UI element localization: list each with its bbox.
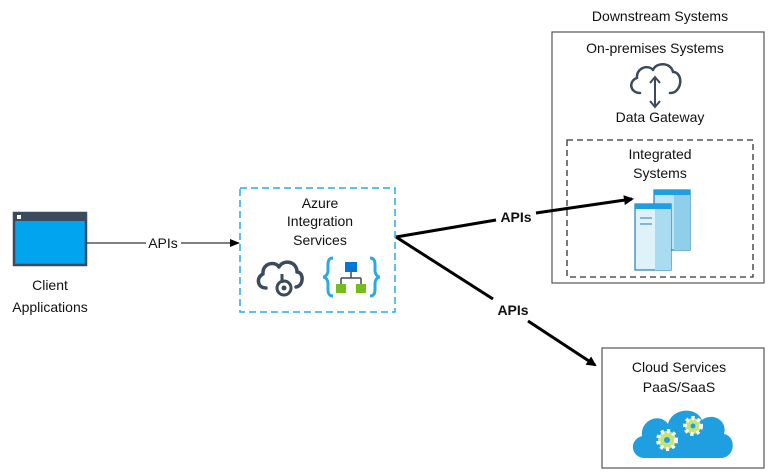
cloud-gateway-icon	[630, 63, 682, 109]
gear-icon	[683, 416, 703, 436]
browser-window-icon	[12, 211, 88, 267]
cloud-gears-icon	[632, 410, 733, 458]
api-management-icon	[256, 260, 304, 297]
apis-label-client: APIs	[148, 235, 178, 251]
client-label-line1: Client	[32, 277, 68, 293]
downstream-title: Downstream Systems	[592, 8, 728, 24]
azure-label-line1: Azure	[302, 195, 339, 211]
azure-to-integrated-connector: APIs	[395, 195, 634, 239]
apis-label-integrated: APIs	[500, 209, 531, 225]
gear-icon	[656, 429, 678, 451]
on-premises-systems-container: On-premises Systems Data Gateway Integra…	[551, 31, 765, 284]
server-icon	[634, 189, 691, 271]
client-label-line2: Applications	[12, 299, 88, 315]
integrated-systems-node: Integrated Systems	[566, 139, 754, 278]
azure-integration-services-node: Azure Integration Services	[239, 187, 396, 313]
logic-apps-icon	[322, 256, 381, 298]
azure-to-cloud-connector: APIs	[395, 235, 597, 367]
client-applications-node: Client Applications	[12, 211, 88, 315]
integrated-label-line1: Integrated	[628, 146, 691, 162]
cloud-services-node: Cloud Services PaaS/SaaS	[601, 347, 765, 469]
client-to-azure-connector: APIs	[87, 235, 240, 251]
cloud-label-line1: Cloud Services	[632, 359, 726, 375]
apis-label-cloud: APIs	[497, 302, 528, 318]
data-gateway-label: Data Gateway	[616, 109, 705, 125]
azure-label-line2: Integration	[287, 213, 353, 229]
onprem-title: On-premises Systems	[586, 40, 724, 56]
cloud-label-line2: PaaS/SaaS	[643, 379, 715, 395]
integrated-label-line2: Systems	[633, 165, 687, 181]
azure-label-line3: Services	[293, 232, 347, 248]
azure-dashed-boundary	[239, 187, 396, 313]
